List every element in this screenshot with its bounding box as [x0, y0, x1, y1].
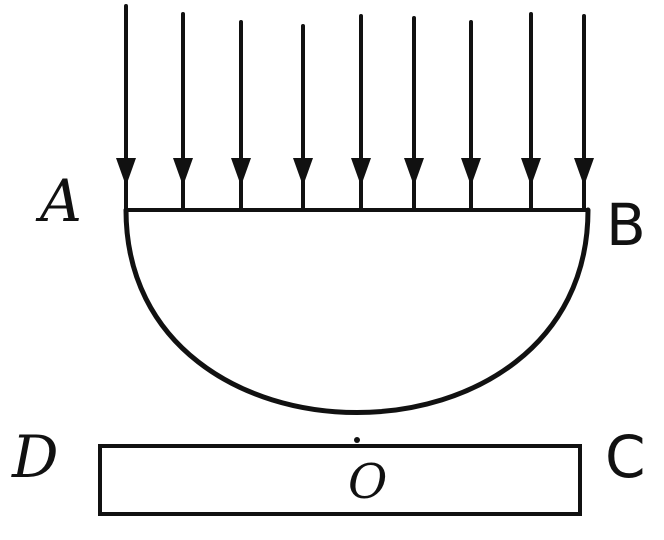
- down-arrow-icon: [231, 158, 251, 186]
- down-arrow-icon: [173, 158, 193, 186]
- point-a-label: A: [40, 167, 82, 235]
- hemisphere-curved-surface: [123, 207, 591, 415]
- glass-plate-dc: [98, 444, 582, 516]
- point-c-label: C: [605, 423, 646, 491]
- down-arrow-icon: [521, 158, 541, 186]
- down-arrow-icon: [293, 158, 313, 186]
- point-d-label: D: [12, 423, 59, 491]
- down-arrow-icon: [351, 158, 371, 186]
- down-arrow-icon: [404, 158, 424, 186]
- down-arrow-icon: [116, 158, 136, 186]
- point-o-label: O: [348, 454, 388, 510]
- down-arrow-icon: [574, 158, 594, 186]
- contact-point-o: [354, 437, 360, 443]
- down-arrow-icon: [461, 158, 481, 186]
- point-b-label: B: [606, 191, 646, 259]
- incident-light-rays: [116, 4, 594, 212]
